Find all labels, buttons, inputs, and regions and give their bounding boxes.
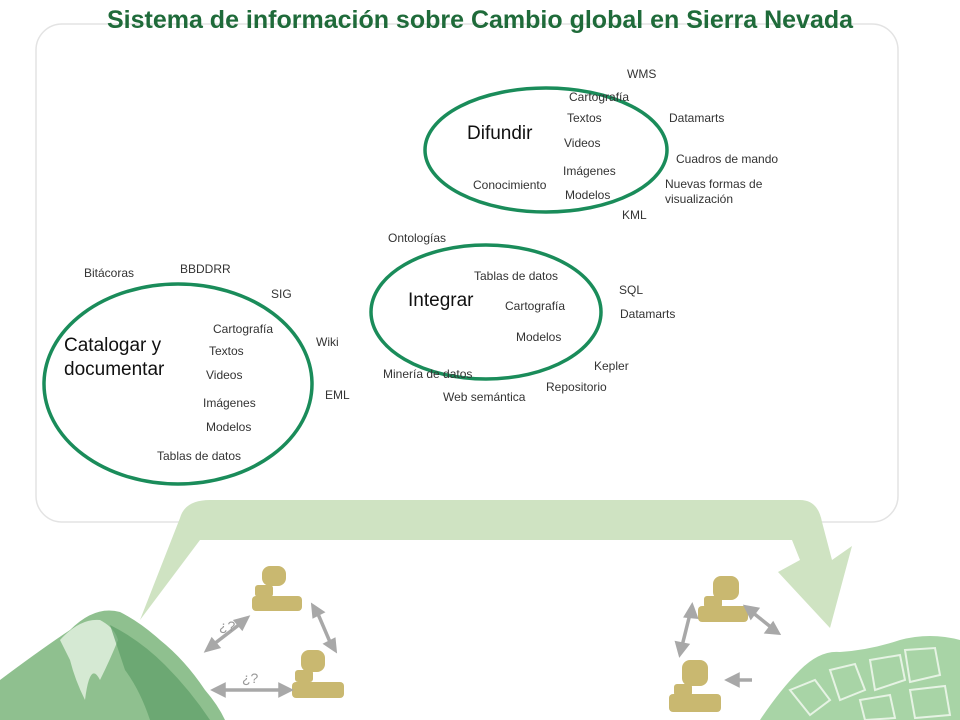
person-icon (292, 650, 344, 698)
integrar-item: Datamarts (620, 307, 676, 321)
integrar-item: Repositorio (546, 380, 607, 394)
person-icon (698, 576, 748, 622)
difundir-item: WMS (627, 67, 657, 81)
content-panel (35, 23, 899, 523)
difundir-item: Cuadros de mando (676, 152, 779, 166)
difundir-ellipse (423, 86, 669, 214)
difundir-item: visualización (665, 192, 734, 206)
integrar-item: SQL (619, 283, 644, 297)
right-mountain-cells (788, 646, 952, 720)
integrar-item: Kepler (594, 359, 629, 373)
catalogar-item: Bitácoras (84, 266, 135, 280)
integrar-ellipse (369, 243, 603, 381)
catalogar-item: SIG (271, 287, 292, 301)
question-mark: ¿? (242, 670, 259, 686)
difundir-item: Textos (567, 111, 602, 125)
integrar-item: Ontologías (388, 231, 447, 245)
cycle-arrow (140, 500, 852, 628)
left-mountain-shade (110, 625, 210, 720)
difundir-item: KML (622, 208, 647, 222)
person-icon (669, 660, 721, 712)
integrar-item: Modelos (516, 330, 562, 344)
catalogar-ellipse (42, 282, 314, 486)
catalogar-item: Cartografía (213, 322, 274, 336)
integrar-item: Web semántica (443, 390, 526, 404)
person-icon (252, 566, 302, 611)
catalogar-label-line1: Catalogar y (64, 335, 162, 356)
catalogar-item: BBDDRR (180, 262, 231, 276)
page-title: Sistema de información sobre Cambio glob… (106, 6, 854, 34)
catalogar-item: Textos (209, 344, 244, 358)
left-mountain-snow (60, 619, 118, 700)
integrar-item: Tablas de datos (474, 269, 559, 283)
catalogar-item: Modelos (206, 420, 252, 434)
catalogar-item: Imágenes (203, 396, 256, 410)
question-mark: ¿? (219, 618, 236, 634)
difundir-item: Imágenes (563, 164, 616, 178)
catalogar-item: Tablas de datos (157, 449, 242, 463)
exchange-arrows (203, 601, 782, 698)
difundir-item: Conocimiento (473, 178, 547, 192)
catalogar-label: Catalogar y documentar (64, 334, 164, 382)
catalogar-item: Videos (206, 368, 243, 382)
difundir-item: Modelos (565, 188, 611, 202)
catalogar-item: Wiki (316, 335, 339, 349)
difundir-label: Difundir (467, 123, 533, 144)
difundir-item: Videos (564, 136, 601, 150)
integrar-item: Minería de datos (383, 367, 473, 381)
integrar-label: Integrar (408, 290, 474, 311)
integrar-item: Cartografía (505, 299, 566, 313)
catalogar-label-line2: documentar (64, 359, 165, 380)
difundir-item: Nuevas formas de (665, 177, 763, 191)
difundir-item: Datamarts (669, 111, 725, 125)
difundir-item: Cartografía (569, 90, 630, 104)
catalogar-item: EML (325, 388, 350, 402)
